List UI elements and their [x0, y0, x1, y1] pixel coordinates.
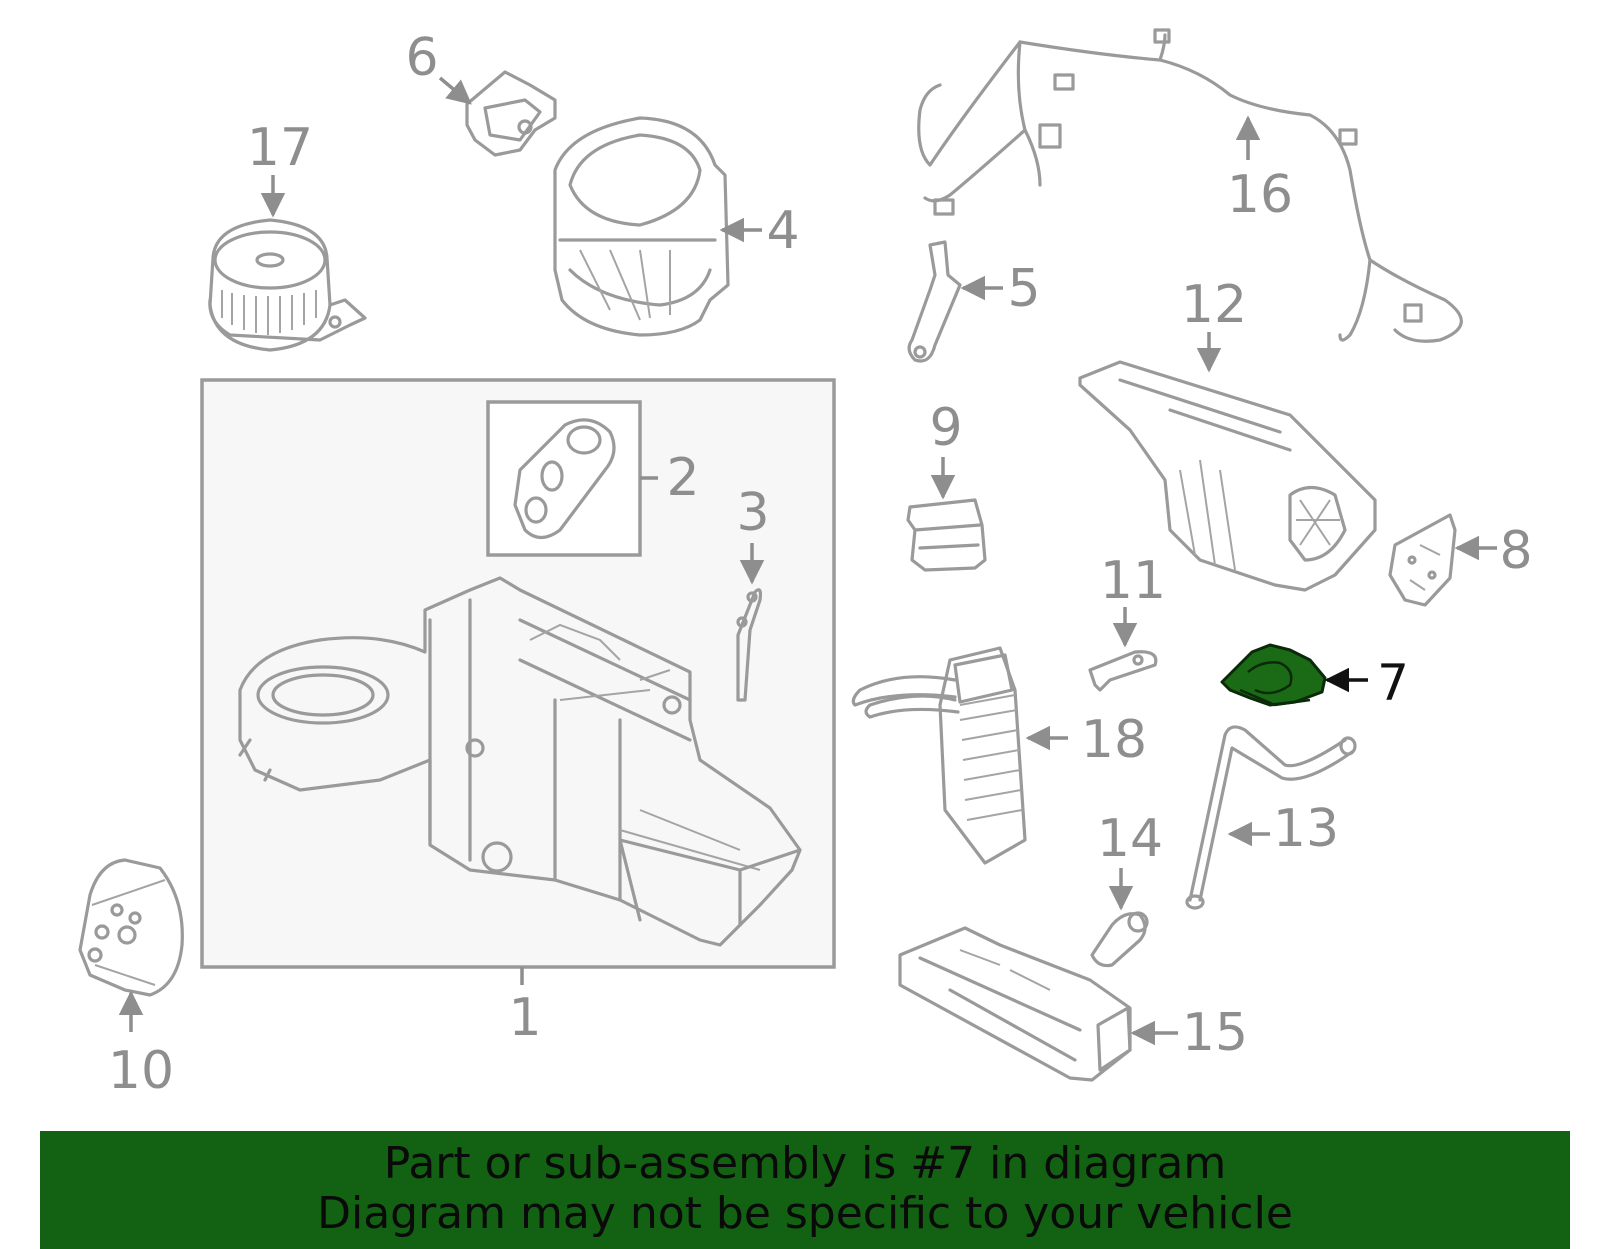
callout-2: 2 [666, 448, 699, 508]
callout-11: 11 [1100, 551, 1166, 611]
part-18-heater-core[interactable] [851, 646, 1068, 865]
callout-8: 8 [1499, 521, 1532, 581]
info-banner: Part or sub-assembly is #7 in diagram Di… [40, 1131, 1570, 1249]
callout-13: 13 [1273, 799, 1339, 859]
part-7-highlighted-actuator[interactable] [1220, 643, 1368, 707]
part-5-bracket[interactable] [907, 240, 1003, 363]
part-3-sensor[interactable] [736, 543, 765, 702]
part-16-wiring-harness[interactable] [917, 28, 1463, 343]
part-11-clip[interactable] [1088, 607, 1158, 692]
callout-3: 3 [736, 483, 769, 543]
part-10-cover[interactable] [78, 858, 184, 1032]
part-15-lower-duct[interactable] [898, 926, 1178, 1082]
part-2-expansion-valve[interactable] [513, 418, 658, 540]
callout-6: 6 [405, 28, 438, 88]
part-13-hose[interactable] [1185, 725, 1357, 910]
part-1-hvac-housing[interactable] [238, 576, 802, 947]
callout-15: 15 [1182, 1003, 1248, 1063]
callout-5: 5 [1007, 259, 1040, 319]
callout-12: 12 [1181, 275, 1247, 335]
part-4-blower-housing[interactable] [553, 116, 762, 337]
callout-4: 4 [766, 201, 799, 261]
callout-18: 18 [1081, 710, 1147, 770]
callout-16: 16 [1227, 165, 1293, 225]
part-9-block[interactable] [906, 457, 987, 572]
banner-line-2: Diagram may not be specific to your vehi… [317, 1188, 1293, 1239]
part-17-blower-motor[interactable] [208, 175, 367, 352]
callout-14: 14 [1097, 809, 1163, 869]
callout-9: 9 [929, 398, 962, 458]
callout-17: 17 [247, 118, 313, 178]
callout-10: 10 [108, 1041, 174, 1101]
part-12-duct[interactable] [1078, 332, 1377, 592]
part-8-cover-plate[interactable] [1388, 513, 1497, 607]
part-14-fitting[interactable] [1090, 868, 1149, 968]
callout-1: 1 [508, 988, 541, 1048]
part-6-actuator[interactable] [438, 70, 557, 157]
callout-7: 7 [1377, 654, 1409, 712]
banner-line-1: Part or sub-assembly is #7 in diagram [383, 1138, 1227, 1189]
